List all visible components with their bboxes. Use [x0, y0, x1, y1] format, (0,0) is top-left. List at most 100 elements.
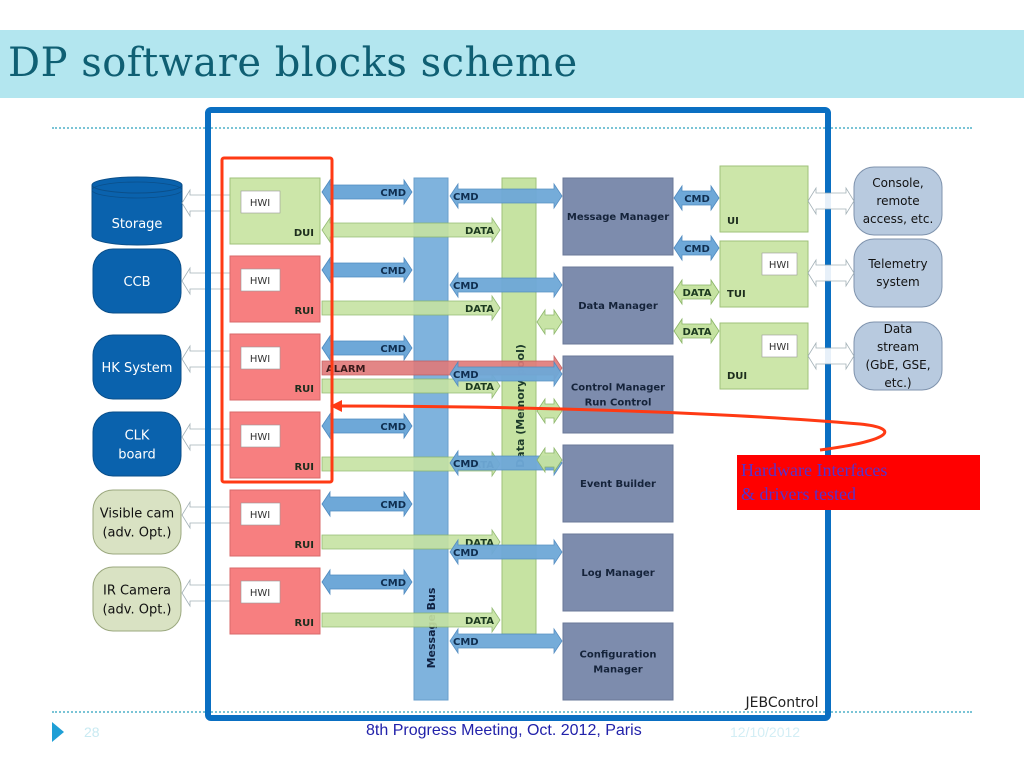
hwi-label: HWI [250, 198, 270, 209]
jebcontrol-label: JEBControl [745, 695, 819, 711]
cmd-label: CMD [380, 266, 406, 277]
hwi-box [761, 252, 798, 276]
external-label: remote [876, 194, 919, 208]
interface-name: DUI [294, 228, 314, 239]
slide-title: DP software blocks scheme [8, 40, 578, 86]
manager-block [562, 177, 674, 256]
cmd-label: CMD [380, 422, 406, 433]
data-arrow-pool-manager [536, 397, 563, 425]
manager-label: Manager [593, 665, 643, 676]
manager-label: Message Manager [567, 212, 669, 223]
data-label: DATA [465, 304, 494, 315]
cmd-arrow-left [321, 490, 413, 518]
data-arrow-left [321, 216, 501, 244]
interface-name: TUI [727, 289, 746, 300]
cmd-label: CMD [453, 192, 479, 203]
cmd-arrow-bus-manager [449, 360, 563, 388]
footer-triangle-icon [52, 722, 64, 742]
data-label: DATA [682, 288, 711, 299]
external-label: (adv. Opt.) [102, 526, 171, 541]
cmd-arrow-bus-manager [449, 627, 563, 655]
external-label: Storage [112, 217, 163, 232]
storage-cylinder-body [91, 185, 183, 246]
hwi-label: HWI [250, 510, 270, 521]
hwi-label: HWI [250, 276, 270, 287]
cmd-label: CMD [453, 637, 479, 648]
cmd-arrow-left [321, 178, 413, 206]
cmd-arrow-right [673, 184, 720, 212]
external-device [92, 566, 182, 632]
hwi-box [240, 580, 281, 604]
title-band [0, 30, 1024, 98]
storage-cylinder-top [91, 176, 183, 194]
cmd-arrow-left [321, 568, 413, 596]
manager-label: Run Control [585, 398, 652, 409]
annotation-text: Hardware Interfaces [741, 460, 887, 480]
manager-block [562, 444, 674, 523]
cmd-arrow-left [321, 412, 413, 440]
cmd-arrow-bus-manager [449, 449, 563, 477]
data-label: DATA [682, 327, 711, 338]
highlight-box [220, 156, 334, 484]
cmd-label: CMD [684, 244, 710, 255]
data-arrow-right [673, 317, 720, 345]
cmd-label: CMD [380, 578, 406, 589]
top-divider [52, 127, 972, 129]
hwi-box [240, 424, 281, 448]
external-label: (GbE, GSE, [865, 358, 930, 372]
hwi-box [240, 190, 281, 214]
external-label: (adv. Opt.) [102, 603, 171, 618]
hwi-label: HWI [250, 354, 270, 365]
data-arrow-left [321, 606, 501, 634]
external-label: etc.) [884, 376, 911, 390]
external-device [92, 248, 182, 314]
external-label: HK System [102, 361, 173, 376]
external-label: access, etc. [863, 212, 934, 226]
external-link-arrow [807, 186, 855, 216]
cmd-arrow-left [321, 334, 413, 362]
hwi-label: HWI [250, 588, 270, 599]
footer-text: 8th Progress Meeting, Oct. 2012, Paris [366, 722, 642, 739]
alarm-label: ALARM [326, 364, 366, 375]
external-system [853, 238, 943, 308]
hwi-label: HWI [769, 342, 789, 353]
external-label: system [876, 275, 919, 289]
page-number: 28 [84, 724, 100, 740]
hwi-box [240, 346, 281, 370]
callout-arrowhead [330, 400, 342, 412]
cmd-arrow-right [673, 234, 720, 262]
cmd-label: CMD [380, 344, 406, 355]
interface-block-ui [719, 165, 809, 233]
interface-name: RUI [294, 306, 314, 317]
external-device [92, 334, 182, 400]
manager-label: Data Manager [578, 301, 658, 312]
manager-label: Control Manager [571, 383, 665, 394]
manager-label: Configuration [580, 650, 657, 661]
jebcontrol-frame [205, 107, 831, 721]
hwi-box [240, 268, 281, 292]
annotation-box [737, 455, 980, 510]
interface-name: RUI [294, 540, 314, 551]
manager-label: Event Builder [580, 479, 656, 490]
cmd-arrow-bus-manager [449, 271, 563, 299]
hwi-box [761, 334, 798, 358]
external-device [92, 411, 182, 477]
cmd-label: CMD [453, 281, 479, 292]
cmd-label: CMD [453, 548, 479, 559]
external-link-arrow [807, 341, 855, 371]
manager-block [562, 622, 674, 701]
external-label: CCB [123, 275, 150, 290]
data-arrow-right [673, 278, 720, 306]
cmd-label: CMD [453, 459, 479, 470]
data-arrow-pool-manager [536, 446, 563, 474]
data-arrow-pool-manager [536, 308, 563, 336]
cmd-label: CMD [380, 500, 406, 511]
external-label: Data [884, 322, 913, 336]
memory-pool: Data (Memory pool) [501, 177, 537, 635]
external-label: stream [877, 340, 919, 354]
message-bus-label: Message Bus [425, 587, 438, 668]
external-label: Telemetry [867, 257, 927, 271]
data-arrow-left [321, 294, 501, 322]
manager-block [562, 266, 674, 345]
